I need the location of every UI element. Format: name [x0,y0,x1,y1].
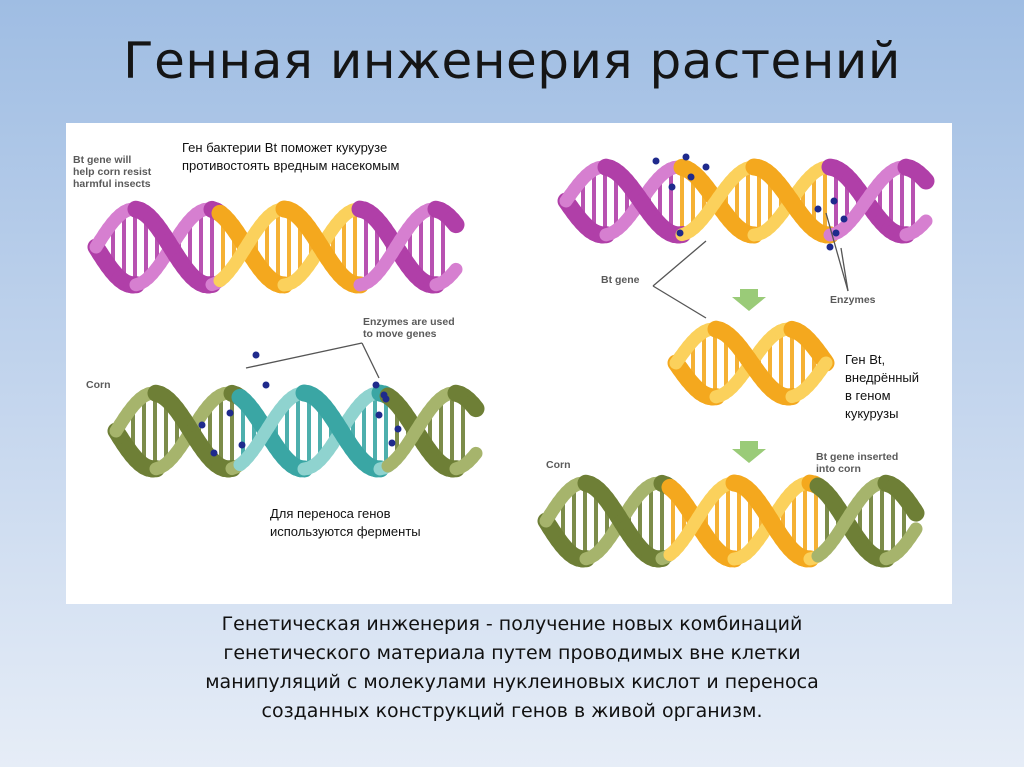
enzyme-pointer-line [245,342,363,369]
enzyme-dot [682,153,690,161]
bt-gene-will-label: Bt gene will help corn resist harmful in… [73,154,152,190]
enzyme-dot [372,381,380,389]
corn-left-label: Corn [86,379,111,391]
flow-arrow-icon [732,289,766,311]
slide-title: Генная инженерия растений [123,32,901,90]
enzyme-dot [210,449,218,457]
enzyme-dot [380,391,388,399]
enzyme-dot [226,409,234,417]
enzyme-dot [238,441,246,449]
bt-gene-cut-helix [557,158,935,244]
dna-strand-segment [463,395,485,418]
bt-gene-inserted-label: Bt gene inserted into corn [816,451,899,475]
recombinant-corn-dna-helix [537,474,925,568]
flow-arrow-icon [732,441,766,463]
bt-gene-pointer-line [652,240,707,287]
enzyme-dot [668,183,676,191]
enzyme-dot [826,243,834,251]
dna-strand-segment [913,168,935,190]
dna-strand-segment [817,356,833,373]
caption-line: созданных конструкций генов в живой орга… [261,700,763,722]
caption-line: генетического материала путем проводимых… [223,642,801,664]
enzyme-pointer-line [825,212,849,292]
enzyme-dot [814,205,822,213]
dna-illustration [87,153,935,568]
enzyme-dot [687,173,695,181]
caption-line: манипуляций с молекулами нуклеиновых кис… [205,671,819,693]
bt-donor-dna-helix [87,200,465,294]
dna-strand-segment [915,214,933,232]
enzyme-dot [676,229,684,237]
dna-strand-segment [465,446,483,465]
corn-dna-helix [107,384,485,478]
enzyme-pointer-line [361,342,380,379]
dna-strand-segment [445,262,463,281]
enzymes-label: Enzymes [830,294,876,306]
enzyme-dot [702,163,710,171]
enzyme-dot [830,197,838,205]
enzyme-dot [840,215,848,223]
dna-strand-segment [443,211,465,234]
enzyme-dot [198,421,206,429]
genetic-engineering-figure: Ген бактерии Bt поможет кукурузе противо… [66,123,952,604]
bt-gene-helix [667,320,835,406]
caption-line: Генетическая инженерия - получение новых… [221,613,803,635]
enzyme-dot [252,351,260,359]
bt-gene-label: Bt gene [601,274,640,286]
bt-inserted-label-ru: Ген Bt, внедрённый в геном кукурузы [845,352,920,421]
bt-gene-pointer-line [652,285,707,319]
enzyme-dot [832,229,840,237]
dna-strand-segment [905,501,925,522]
enzymes-transfer-label-ru: Для переноса генов используются ферменты [270,506,421,539]
dna-strand-segment [907,522,923,539]
corn-right-label: Corn [546,459,571,471]
bt-gene-help-label-ru: Ген бактерии Bt поможет кукурузе противо… [182,140,400,173]
enzyme-dot [394,425,402,433]
enzyme-dot [388,439,396,447]
enzyme-pointer-line [840,247,849,292]
enzymes-used-label: Enzymes are used to move genes [363,316,455,340]
enzyme-dot [375,411,383,419]
enzyme-dot [262,381,270,389]
enzyme-dot [652,157,660,165]
